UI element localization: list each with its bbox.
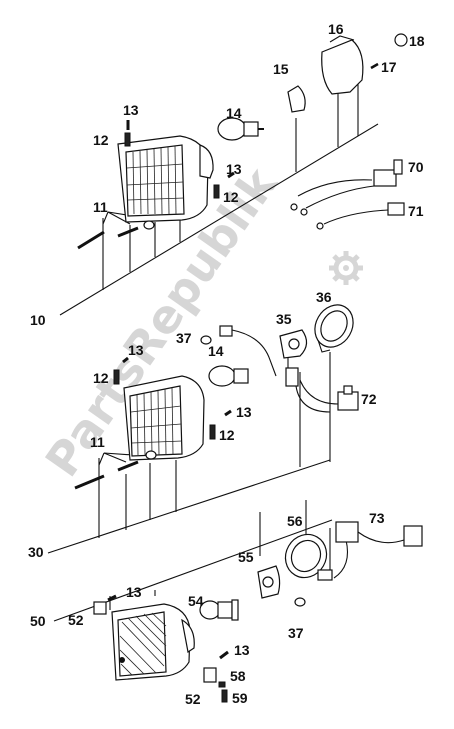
bulb-14 (217, 117, 264, 141)
callout-13d: 13 (236, 404, 252, 420)
bracket-12b (213, 184, 220, 199)
callout-16: 16 (328, 21, 344, 37)
callout-13b: 13 (226, 161, 242, 177)
screw-13b (227, 171, 235, 179)
callout-14a: 14 (226, 105, 242, 121)
headlight-cover-16 (321, 39, 364, 95)
callout-71: 71 (408, 203, 424, 219)
headlight-housing (117, 135, 214, 223)
assembly-group-30 (47, 304, 359, 554)
bracket-12 (124, 132, 131, 147)
callout-13e: 13 (126, 584, 142, 600)
callout-52a: 52 (68, 612, 84, 628)
bracket-52a (93, 601, 107, 615)
callout-58: 58 (230, 668, 246, 684)
adjusting-screw-11 (77, 220, 155, 250)
reflector-ring-56 (284, 533, 328, 579)
screw-13d (224, 409, 232, 417)
screw-13f (219, 650, 229, 660)
callout-36: 36 (316, 289, 332, 305)
callout-50: 50 (30, 613, 46, 629)
wiring-harness-73 (335, 521, 423, 547)
reflector-ring-36 (314, 304, 354, 353)
callout-55: 55 (238, 549, 254, 565)
bracket-12d (209, 424, 216, 440)
callout-35: 35 (276, 311, 292, 327)
callout-73: 73 (369, 510, 385, 526)
callout-14b: 14 (208, 343, 224, 359)
callout-12a: 12 (93, 132, 109, 148)
callout-13f: 13 (234, 642, 250, 658)
callout-11b: 11 (90, 434, 105, 450)
callout-17: 17 (381, 59, 397, 75)
callout-30: 30 (28, 544, 44, 560)
callout-56: 56 (287, 513, 303, 529)
bulb-54 (199, 599, 239, 621)
adjusting-screw-11b (74, 450, 157, 490)
callout-15: 15 (273, 61, 289, 77)
callout-13c: 13 (128, 342, 144, 358)
parking-bulb-37b (294, 539, 349, 607)
callout-72: 72 (361, 391, 377, 407)
wiring-harness-72 (295, 379, 359, 413)
nut-18 (394, 33, 408, 47)
screw-13e (107, 594, 117, 602)
assembly-group-10 (59, 33, 408, 316)
callout-37b: 37 (288, 625, 304, 641)
callout-11a: 11 (93, 199, 108, 215)
callout-10: 10 (30, 312, 46, 328)
bracket-12c (113, 369, 120, 385)
screw-13c (122, 356, 129, 364)
headlight-housing-3 (111, 603, 195, 681)
bracket-52b (203, 667, 217, 683)
bulb-holder-15 (287, 85, 306, 113)
callout-54: 54 (188, 593, 204, 609)
callout-12d: 12 (219, 427, 235, 443)
callout-13a: 13 (123, 102, 139, 118)
wiring-harness-70 (290, 159, 403, 216)
washer-58 (218, 681, 226, 688)
parking-bulb-37 (200, 325, 277, 377)
callout-59: 59 (232, 690, 248, 706)
gear-icon (329, 251, 363, 285)
screw-59 (221, 689, 228, 703)
callout-labels: 18 16 17 15 13 12 14 13 12 70 11 71 10 3… (28, 21, 425, 707)
wiring-harness-71 (316, 202, 405, 230)
assembly-group-50 (53, 500, 423, 703)
headlight-housing-2 (123, 375, 205, 461)
callout-70: 70 (408, 159, 424, 175)
bulb-holder-55 (257, 565, 281, 599)
socket-35 (279, 329, 308, 387)
callout-52b: 52 (185, 691, 201, 707)
callout-37a: 37 (176, 330, 192, 346)
screw-17 (370, 62, 379, 70)
callout-12b: 12 (223, 189, 239, 205)
callout-12c: 12 (93, 370, 109, 386)
bulb-14b (208, 365, 249, 387)
callout-18: 18 (409, 33, 425, 49)
